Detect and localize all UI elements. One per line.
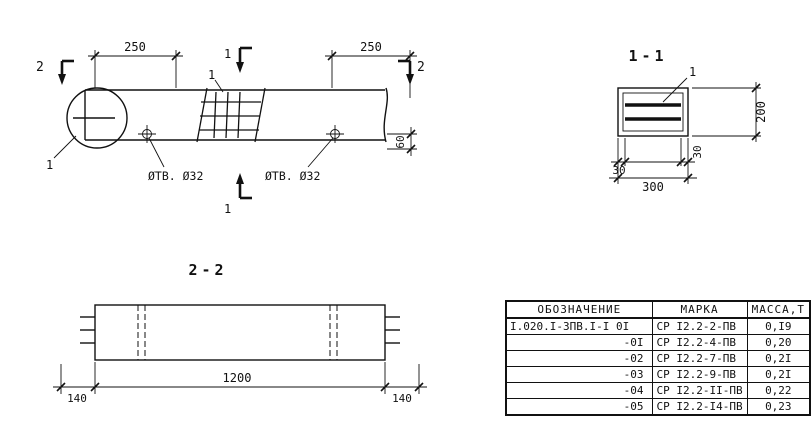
dim-60	[387, 127, 417, 156]
section-2-2-title: 2-2	[188, 261, 227, 279]
spec-header-mark: МАРКА	[651, 300, 748, 319]
spec-header-designation: ОБОЗНАЧЕНИЕ	[505, 300, 653, 319]
spec-table-row: -0I СР I2.2-4-ПВ 0,20	[505, 334, 811, 351]
spec-cell-designation: -05	[505, 398, 653, 416]
dim-250-right	[325, 50, 417, 98]
spec-cell-mark: СР I2.2-II-ПВ	[651, 382, 748, 399]
dim-1200-label: 1200	[223, 371, 252, 385]
cut-label-1-top: 1	[224, 47, 231, 61]
spec-cell-designation: -0I	[505, 334, 653, 351]
dim-30-left-label: 30	[612, 164, 625, 177]
section-1-1-view: 1-1 1 200	[609, 47, 768, 194]
cut-label-2-right: 2	[417, 60, 425, 75]
dim-30-300	[609, 138, 697, 184]
spec-cell-designation: I.020.I-3ПВ.I-I 0I	[505, 317, 653, 335]
spec-header-mass: МАССА,Т	[746, 300, 811, 319]
cut-marker-1-top	[236, 46, 252, 73]
spec-cell-mark: СР I2.2-I4-ПВ	[651, 398, 748, 416]
mesh-label: 1	[208, 68, 215, 82]
spec-cell-mark: СР I2.2-9-ПВ	[651, 366, 748, 383]
spec-cell-mark: СР I2.2-2-ПВ	[651, 317, 748, 335]
detail-circle-label: 1	[46, 158, 53, 172]
spec-table-row: -02 СР I2.2-7-ПВ 0,2I	[505, 350, 811, 367]
spec-table-row: -05 СР I2.2-I4-ПВ 0,23	[505, 398, 811, 416]
section-2-2-body	[80, 304, 400, 361]
spec-cell-mark: СР I2.2-4-ПВ	[651, 334, 748, 351]
cut-marker-2-right	[398, 59, 414, 85]
spec-table-row: -04 СР I2.2-II-ПВ 0,22	[505, 382, 811, 399]
hole-symbol-right	[307, 125, 344, 168]
dim-30-right-label: 30	[691, 145, 704, 158]
spec-table-header-row: ОБОЗНАЧЕНИЕ МАРКА МАССА,Т	[505, 300, 811, 319]
hole-symbol-left	[138, 125, 165, 168]
spec-cell-designation: -02	[505, 350, 653, 367]
reinforcement-mesh	[196, 79, 266, 143]
section-2-2-view: 2-2 140 1200 140	[53, 261, 427, 405]
spec-table-row: I.020.I-3ПВ.I-I 0I СР I2.2-2-ПВ 0,I9	[505, 317, 811, 335]
hole-label-right: ØТВ. Ø32	[265, 169, 320, 183]
dim-140-left-label: 140	[67, 392, 87, 405]
spec-cell-mass: 0,20	[746, 334, 811, 351]
section-1-1-body	[617, 77, 689, 137]
dim-60-label: 60	[394, 135, 407, 148]
spec-cell-mass: 0,2I	[746, 350, 811, 367]
dim-300-label: 300	[642, 180, 664, 194]
section-1-1-title: 1-1	[628, 47, 667, 65]
cut-marker-2-left	[58, 59, 74, 85]
dim-200	[692, 82, 761, 142]
dim-250-left-label: 250	[124, 40, 146, 54]
cut-label-2-left: 2	[36, 60, 44, 75]
spec-cell-designation: -03	[505, 366, 653, 383]
spec-cell-mark: СР I2.2-7-ПВ	[651, 350, 748, 367]
dim-200-label: 200	[754, 101, 768, 123]
section-1-1-bar-label: 1	[689, 65, 696, 79]
spec-cell-mass: 0,I9	[746, 317, 811, 335]
spec-cell-mass: 0,22	[746, 382, 811, 399]
dim-140-right-label: 140	[392, 392, 412, 405]
cut-label-1-bottom: 1	[224, 202, 231, 216]
cut-marker-1-bottom	[236, 173, 252, 200]
spec-table-row: -03 СР I2.2-9-ПВ 0,2I	[505, 366, 811, 383]
spec-cell-designation: -04	[505, 382, 653, 399]
dim-250-right-label: 250	[360, 40, 382, 54]
spec-cell-mass: 0,2I	[746, 366, 811, 383]
dim-250-left	[88, 50, 183, 88]
beam-elevation-view: 1 2 2 1 1	[36, 40, 425, 216]
spec-cell-mass: 0,23	[746, 398, 811, 416]
dim-140-1200-140	[53, 362, 427, 394]
hole-label-left: ØТВ. Ø32	[148, 169, 203, 183]
detail-circle	[53, 87, 128, 159]
spec-table: ОБОЗНАЧЕНИЕ МАРКА МАССА,Т I.020.I-3ПВ.I-…	[505, 300, 811, 416]
